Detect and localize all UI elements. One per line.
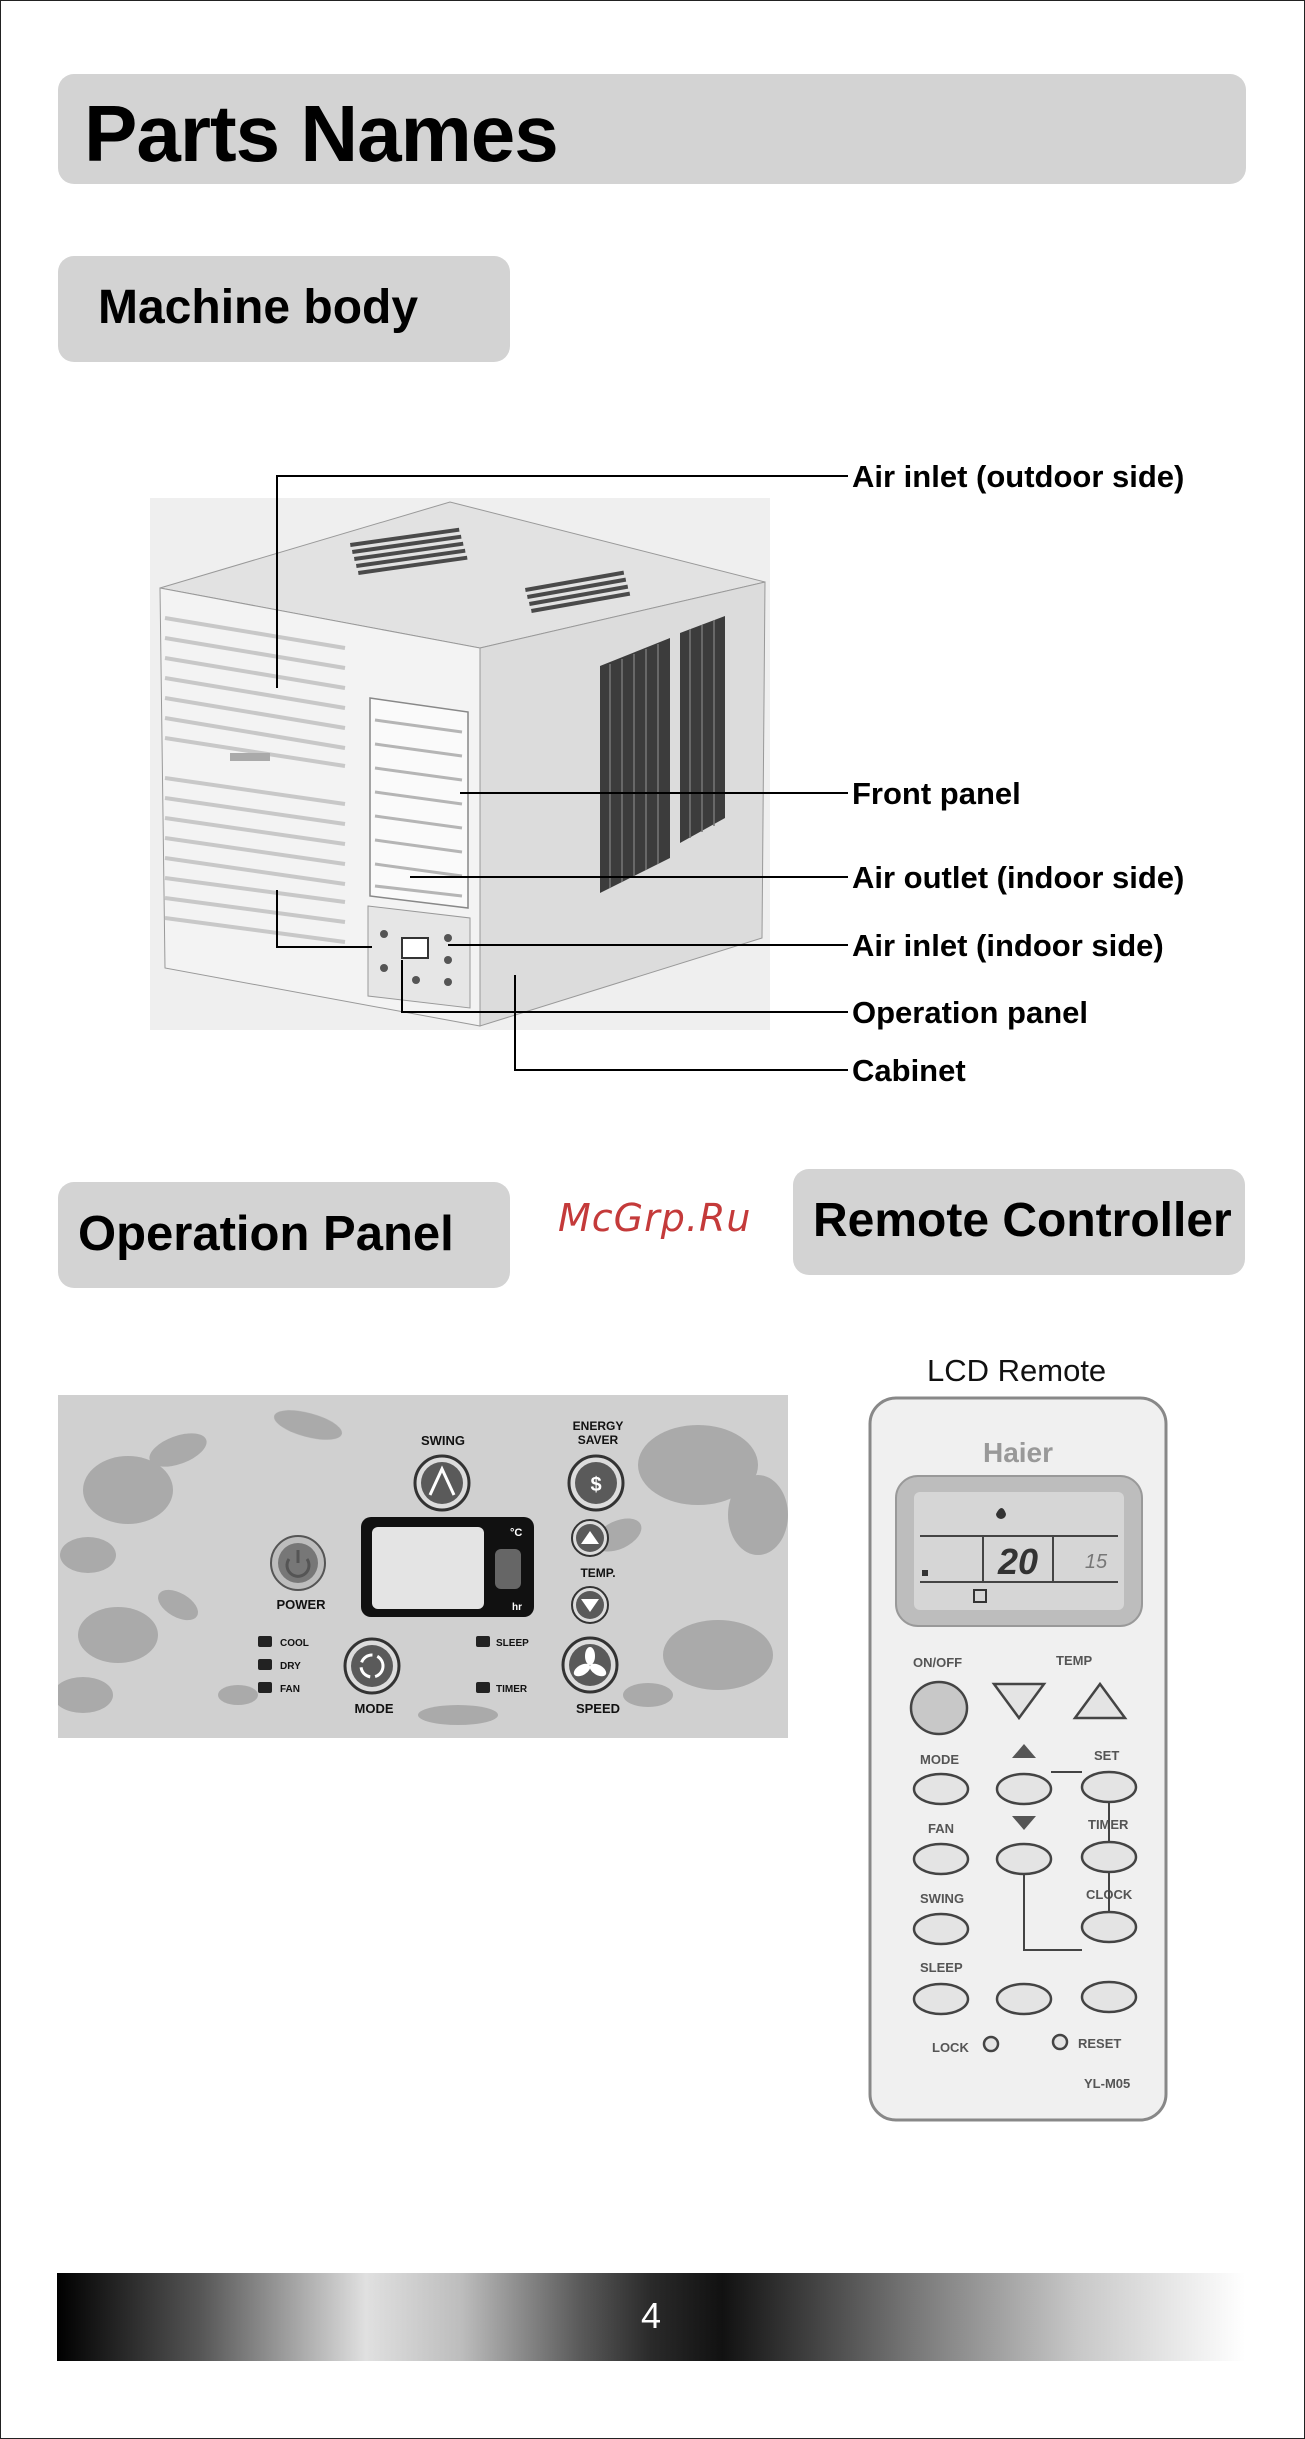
down-arrow-icon xyxy=(1012,1816,1036,1830)
timer-indicator-icon xyxy=(476,1682,490,1693)
power-button[interactable] xyxy=(270,1535,326,1591)
temp-label: TEMP. xyxy=(580,1566,615,1580)
celsius-indicator: °C xyxy=(510,1527,522,1539)
up-arrow-icon xyxy=(581,1531,599,1544)
operation-panel-title: Operation Panel xyxy=(78,1207,454,1261)
lcd-temp: 20 xyxy=(997,1541,1038,1582)
timer-label: TIMER xyxy=(496,1684,528,1695)
timer-button[interactable] xyxy=(1080,1840,1138,1874)
mode-button[interactable] xyxy=(912,1772,970,1806)
temp-up-button[interactable] xyxy=(1072,1681,1128,1720)
lcd-remote-caption: LCD Remote xyxy=(927,1353,1107,1388)
fan-label: FAN xyxy=(928,1821,954,1836)
lock-button[interactable] xyxy=(982,2035,1000,2053)
swing-label: SWING xyxy=(920,1891,964,1906)
air-conditioner-illustration xyxy=(150,498,770,1030)
cool-indicator-icon xyxy=(258,1636,272,1647)
swing-button[interactable] xyxy=(413,1454,471,1512)
haier-logo-mark xyxy=(230,753,270,761)
fan-button[interactable] xyxy=(912,1842,970,1876)
swing-icon xyxy=(428,1465,456,1496)
operation-panel-illustration: °C hr SWING ENERGY SAVER $ TEMP. POWER M… xyxy=(58,1395,788,1738)
remote-controller-title: Remote Controller xyxy=(813,1194,1232,1247)
remote-brand: Haier xyxy=(983,1437,1053,1468)
temp-down-button[interactable] xyxy=(991,1682,1047,1721)
set-label: SET xyxy=(1094,1748,1119,1763)
hour-indicator: hr xyxy=(512,1602,522,1613)
floral-decoration xyxy=(58,1410,788,1725)
mode-icon xyxy=(359,1653,385,1679)
set-button[interactable] xyxy=(1080,1770,1138,1804)
mode-button[interactable] xyxy=(343,1637,401,1695)
label-air-inlet-outdoor: Air inlet (outdoor side) xyxy=(852,459,1185,494)
temp-up-button[interactable] xyxy=(571,1519,609,1557)
temp-down-button[interactable] xyxy=(571,1586,609,1624)
model-label: YL-M05 xyxy=(1084,2076,1130,2091)
page-title: Parts Names xyxy=(84,89,559,178)
title-banner: Parts Names xyxy=(58,74,1246,184)
down-button[interactable] xyxy=(995,1842,1053,1876)
label-operation-panel: Operation panel xyxy=(852,995,1088,1030)
sleep-indicator-icon xyxy=(476,1636,490,1647)
fan-speed-icon xyxy=(573,1647,607,1677)
reset-label: RESET xyxy=(1078,2036,1121,2051)
swing-button[interactable] xyxy=(912,1912,970,1946)
fan-label: FAN xyxy=(280,1684,300,1695)
label-front-panel: Front panel xyxy=(852,776,1021,811)
energy-saver-label-2: SAVER xyxy=(578,1433,619,1447)
energy-saver-label-1: ENERGY xyxy=(573,1419,624,1433)
swing-label: SWING xyxy=(421,1433,465,1448)
blank-button-2[interactable] xyxy=(1080,1980,1138,2014)
lock-label: LOCK xyxy=(932,2040,969,2055)
up-button[interactable] xyxy=(995,1772,1053,1806)
sleep-label: SLEEP xyxy=(496,1638,529,1649)
fan-indicator-icon xyxy=(258,1682,272,1693)
drop-icon xyxy=(996,1508,1006,1519)
operation-panel-heading: Operation Panel xyxy=(58,1182,510,1288)
lcd-right-value: 15 xyxy=(1085,1551,1108,1573)
remote-controller-heading: Remote Controller xyxy=(793,1169,1245,1275)
speed-label: SPEED xyxy=(576,1701,620,1716)
temp-label: TEMP xyxy=(1056,1653,1092,1668)
lcd-fan-icon xyxy=(973,1589,987,1603)
sleep-button[interactable] xyxy=(912,1982,970,2016)
power-label: POWER xyxy=(276,1597,326,1612)
speed-button[interactable] xyxy=(561,1636,619,1694)
label-air-outlet-indoor: Air outlet (indoor side) xyxy=(852,860,1185,895)
label-cabinet: Cabinet xyxy=(852,1053,966,1088)
callout-lines xyxy=(276,475,848,1071)
cool-label: COOL xyxy=(280,1638,309,1649)
clock-button[interactable] xyxy=(1080,1910,1138,1944)
label-air-inlet-indoor: Air inlet (indoor side) xyxy=(852,928,1164,963)
dry-indicator-icon xyxy=(258,1659,272,1670)
mode-label: MODE xyxy=(920,1752,959,1767)
footer-bar: 4 xyxy=(57,2273,1245,2361)
mode-label: MODE xyxy=(355,1701,394,1716)
down-arrow-icon xyxy=(581,1599,599,1612)
remote-illustration: Haier 20 15 ON/OFF TEMP MODE SET FAN TIM… xyxy=(868,1396,1168,2122)
sleep-label: SLEEP xyxy=(920,1960,963,1975)
up-arrow-icon xyxy=(1012,1744,1036,1758)
on-off-label: ON/OFF xyxy=(913,1655,962,1670)
energy-saver-icon: $ xyxy=(590,1474,601,1496)
dry-label: DRY xyxy=(280,1661,301,1672)
machine-body-title: Machine body xyxy=(98,281,419,334)
on-off-button[interactable] xyxy=(909,1680,969,1736)
blank-button-1[interactable] xyxy=(995,1982,1053,2016)
machine-body-heading: Machine body xyxy=(58,256,510,362)
energy-saver-button[interactable]: $ xyxy=(567,1454,625,1512)
page-number: 4 xyxy=(640,2295,662,2336)
watermark: McGrp.Ru xyxy=(558,1196,752,1240)
power-icon xyxy=(285,1558,311,1578)
reset-button[interactable] xyxy=(1051,2033,1069,2051)
